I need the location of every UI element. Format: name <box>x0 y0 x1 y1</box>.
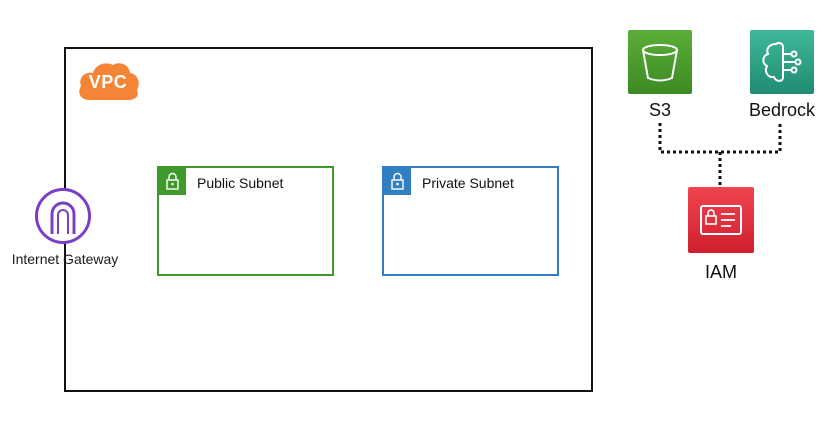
s3-label: S3 <box>648 100 672 120</box>
id-card-lock-icon <box>688 187 754 253</box>
internet-gateway-icon <box>35 188 91 244</box>
iam-label: IAM <box>704 262 737 282</box>
lock-icon <box>384 168 411 195</box>
public-subnet-label: Public Subnet <box>197 175 284 191</box>
cloud-icon <box>79 63 139 100</box>
public-subnet: Public Subnet <box>157 166 334 276</box>
private-subnet: Private Subnet <box>382 166 559 276</box>
bedrock-label: Bedrock <box>748 100 816 120</box>
private-subnet-label: Private Subnet <box>422 175 514 191</box>
lock-icon <box>159 168 186 195</box>
bucket-icon <box>628 30 692 94</box>
internet-gateway-label: Internet Gateway <box>11 251 119 267</box>
vpc-badge-label: VPC <box>88 72 128 92</box>
brain-circuit-icon <box>750 30 814 94</box>
vpc-badge: VPC <box>75 60 141 104</box>
